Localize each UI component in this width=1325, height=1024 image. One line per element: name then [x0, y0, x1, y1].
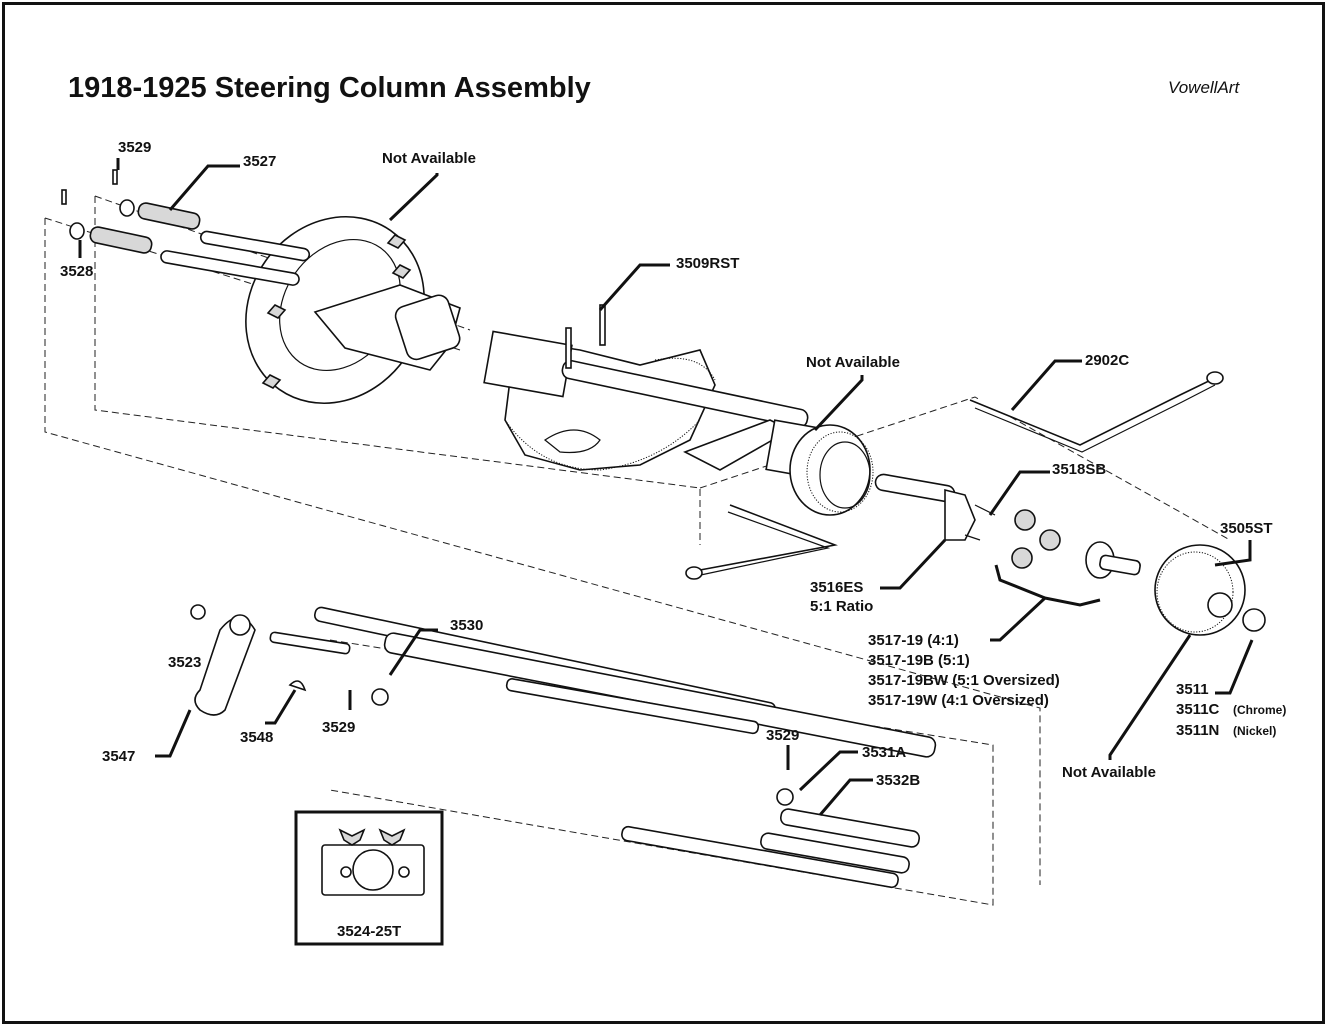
label-3532b: 3532B [876, 772, 920, 789]
label-3517-19w: 3517-19W (4:1 Oversized) [868, 692, 1049, 709]
leader-lines [78, 158, 1254, 816]
label-3527: 3527 [243, 153, 276, 170]
label-3529-top: 3529 [118, 139, 151, 156]
spider-hub-part [245, 215, 461, 405]
label-not-available-case: Not Available [1062, 764, 1156, 781]
label-3530: 3530 [450, 617, 483, 634]
page-title: 1918-1925 Steering Column Assembly [68, 72, 591, 104]
spring-3527-part [61, 169, 311, 286]
label-3511c: 3511C [1176, 701, 1220, 718]
label-3516es-ratio: 5:1 Ratio [810, 598, 873, 615]
label-3548: 3548 [240, 729, 273, 746]
steering-shaft-part [269, 606, 937, 889]
label-3511: 3511 [1176, 681, 1209, 698]
rod-lower-part [685, 504, 838, 580]
label-3518sb: 3518SB [1052, 461, 1106, 478]
label-3509rst: 3509RST [676, 255, 739, 272]
pinion-gears-part [1011, 509, 1141, 579]
label-3517-19: 3517-19 (4:1) [868, 632, 959, 649]
tool-inset [294, 810, 444, 946]
quadrant-part [483, 304, 809, 471]
label-3517-19b: 3517-19B (5:1) [868, 652, 970, 669]
label-3511n: 3511N [1176, 722, 1219, 739]
label-3523: 3523 [168, 654, 201, 671]
rod-2902c-part [969, 371, 1224, 453]
label-3511n-note: (Nickel) [1233, 724, 1276, 738]
label-not-available-spider: Not Available [382, 150, 476, 167]
label-3528: 3528 [60, 263, 93, 280]
artist-credit: VowellArt [1168, 78, 1240, 97]
label-3505st: 3505ST [1220, 520, 1273, 537]
label-3517-19bw: 3517-19BW (5:1 Oversized) [868, 672, 1060, 689]
label-3524-25t: 3524-25T [337, 923, 401, 940]
gear-carrier-part [874, 473, 996, 541]
label-3516es: 3516ES [810, 579, 863, 596]
label-3511c-note: (Chrome) [1233, 703, 1286, 717]
label-3531a: 3531A [862, 744, 906, 761]
part-labels: 3529 3527 3528 Not Available 3509RST Not… [60, 139, 1286, 940]
steering-arm-part [190, 604, 307, 716]
gear-housing-part [765, 419, 874, 516]
label-not-available-housing: Not Available [806, 354, 900, 371]
ring-gear-case-part [1154, 544, 1266, 636]
label-3529-low: 3529 [766, 727, 799, 744]
label-2902c: 2902C [1085, 352, 1129, 369]
label-3529-mid: 3529 [322, 719, 355, 736]
label-3547: 3547 [102, 748, 135, 765]
